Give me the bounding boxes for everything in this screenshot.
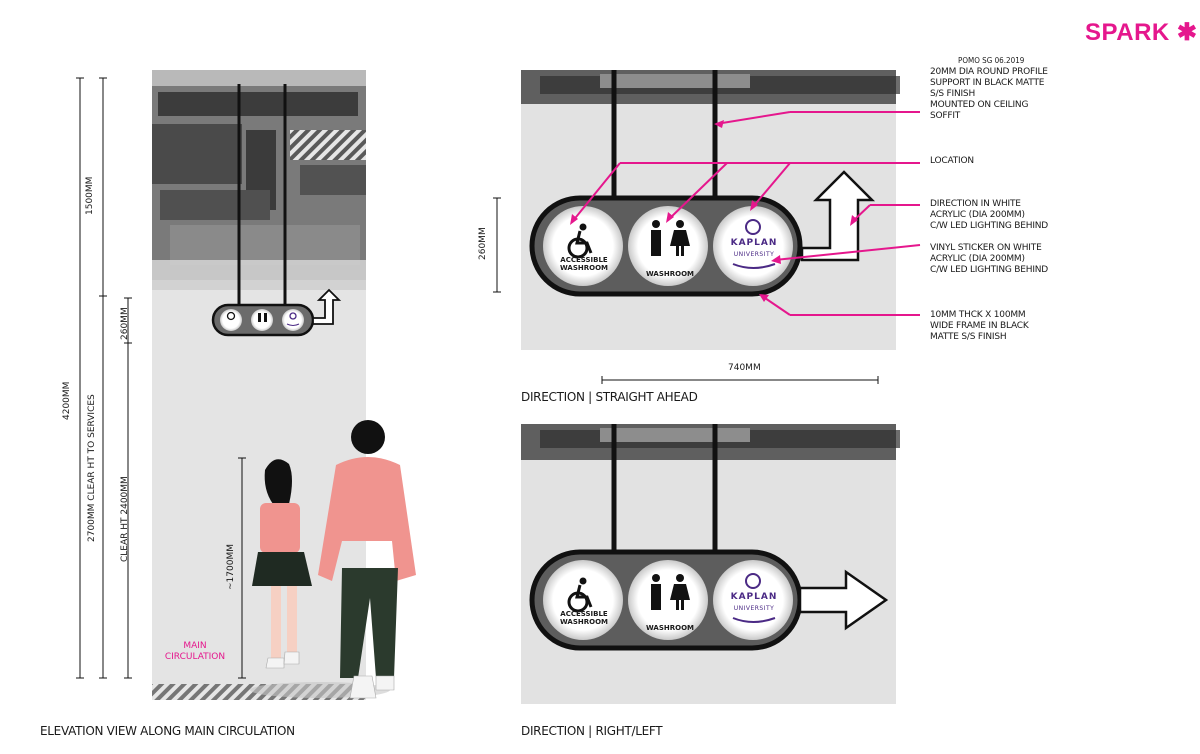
dim-740: 740MM <box>728 363 761 373</box>
dim-1700: ~1700MM <box>226 544 236 590</box>
washroom-label: WASHROOM <box>646 624 694 632</box>
accessible-washroom-label: ACCESSIBLE WASHROOM <box>560 610 608 626</box>
washroom-label: WASHROOM <box>646 270 694 278</box>
straight-ahead-panel <box>493 70 921 384</box>
kaplan-label: KAPLAN <box>730 592 778 602</box>
right-left-panel <box>521 424 900 704</box>
caption-right-left: DIRECTION | RIGHT/LEFT <box>521 724 663 738</box>
caption-elevation: ELEVATION VIEW ALONG MAIN CIRCULATION <box>40 724 295 738</box>
dim-1500: 1500MM <box>85 176 95 215</box>
university-label: UNIVERSITY <box>733 605 775 612</box>
dimension-lines <box>76 77 246 679</box>
dim-260-left: 260MM <box>120 307 130 340</box>
university-label: UNIVERSITY <box>733 251 775 258</box>
note-location: LOCATION <box>930 156 974 166</box>
kaplan-label: KAPLAN <box>730 238 778 248</box>
dim-2700-clear: 2700MM CLEAR HT TO SERVICES <box>87 394 97 542</box>
note-frame: 10MM THCK X 100MM WIDE FRAME IN BLACK MA… <box>930 310 1029 342</box>
dim-4200: 4200MM <box>62 381 72 420</box>
accessible-washroom-label: ACCESSIBLE WASHROOM <box>560 256 608 272</box>
document-reference: POMO SG 06.2019 <box>958 56 1025 65</box>
caption-straight-ahead: DIRECTION | STRAIGHT AHEAD <box>521 390 698 404</box>
main-circulation-label: MAIN CIRCULATION <box>164 641 226 662</box>
people-illustration <box>250 420 416 699</box>
note-direction: DIRECTION IN WHITE ACRYLIC (DIA 200MM) C… <box>930 199 1049 231</box>
note-support: 20MM DIA ROUND PROFILE SUPPORT IN BLACK … <box>930 67 1048 121</box>
dim-260-right: 260MM <box>478 227 488 260</box>
dim-2400-clear: CLEAR HT 2400MM <box>120 476 130 562</box>
note-vinyl: VINYL STICKER ON WHITE ACRYLIC (DIA 200M… <box>930 243 1049 275</box>
elevation-panel <box>152 70 366 700</box>
spark-logo: SPARK ✱ <box>1085 19 1198 46</box>
